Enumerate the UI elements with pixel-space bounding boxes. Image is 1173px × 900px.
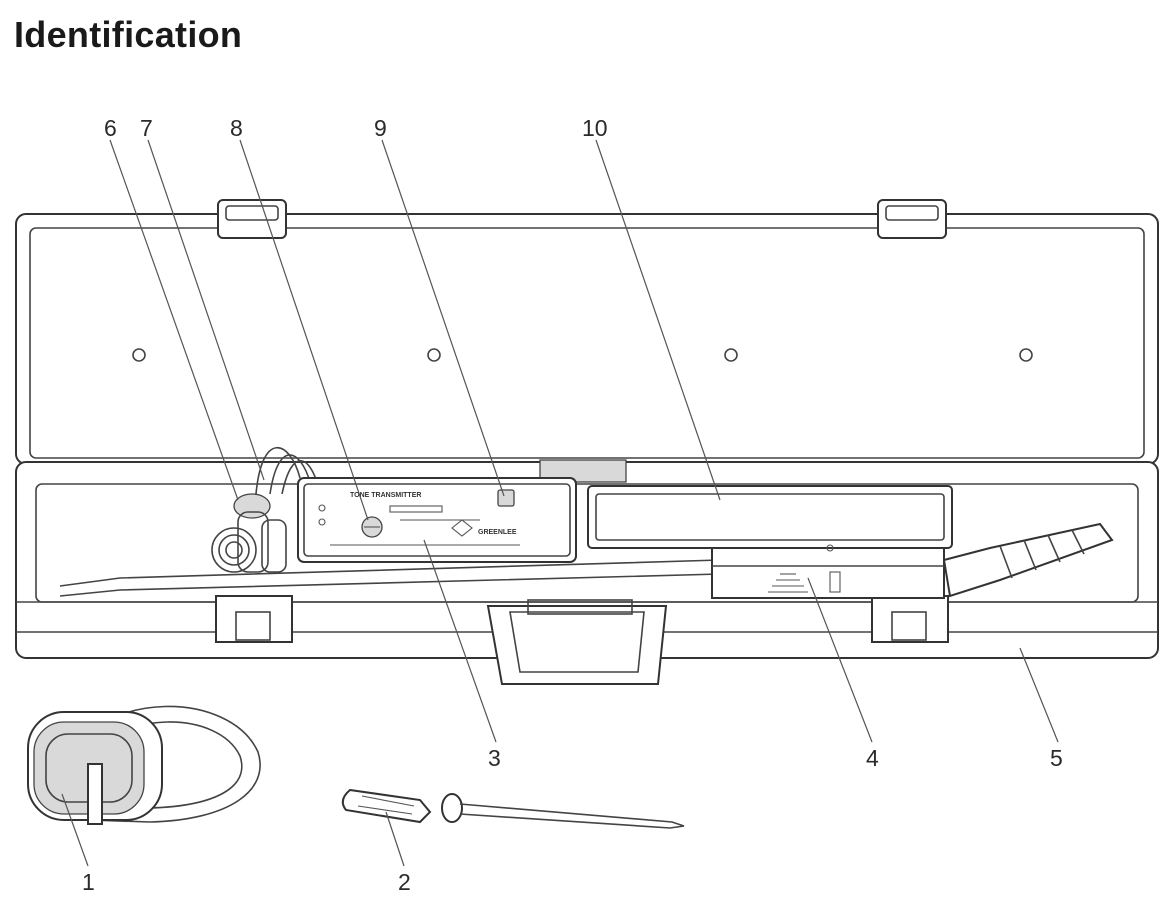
callout-8: 8: [230, 115, 243, 141]
case-contents: TONE TRANSMITTER GREENLEE: [59, 446, 1114, 599]
callout-6: 6: [104, 115, 117, 141]
callout-3: 3: [488, 745, 501, 771]
callouts: 6 7 8 9 10 3 4 5 1 2: [82, 115, 1063, 895]
brand-label: GREENLEE: [478, 529, 517, 536]
callout-2: 2: [398, 869, 411, 895]
page-title: Identification: [14, 14, 243, 55]
case-lid: [15, 199, 1159, 465]
callout-9: 9: [374, 115, 387, 141]
callout-4: 4: [866, 745, 879, 771]
transmitter-label: TONE TRANSMITTER: [350, 492, 421, 499]
headset: [27, 705, 261, 825]
callout-5: 5: [1050, 745, 1063, 771]
speaker-grille: [768, 573, 808, 593]
callout-7: 7: [140, 115, 153, 141]
leader-lines: [61, 139, 1059, 867]
callout-10: 10: [582, 115, 608, 141]
screwdriver: [341, 788, 685, 829]
callout-1: 1: [82, 869, 95, 895]
